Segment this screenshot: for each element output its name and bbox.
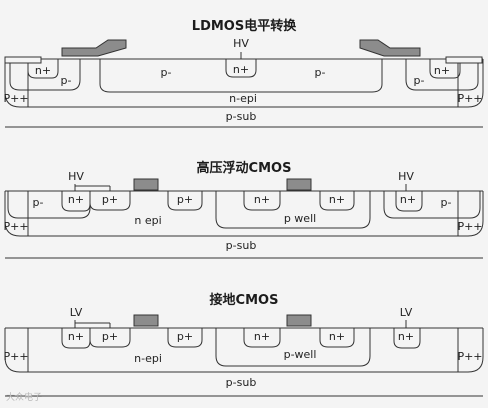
center-pminus-drift	[99, 59, 383, 93]
left-nplus	[61, 328, 91, 349]
n-plus-label: n+	[399, 193, 417, 206]
p-plus-label: p+	[101, 193, 119, 206]
p-sub-label: p-sub	[225, 376, 257, 389]
n-plus-label: n+	[433, 64, 451, 77]
n-plus-label: n+	[67, 330, 85, 343]
p-well-label: p well	[283, 212, 317, 225]
p-minus-label: p-	[314, 66, 326, 79]
pmos-gate	[133, 314, 159, 327]
right-pplus-isolation	[457, 59, 484, 108]
p-plus-plus-label: P++	[3, 350, 29, 363]
p-plus-plus-label: P++	[457, 350, 483, 363]
left-source-contact	[4, 56, 42, 64]
p-plus-plus-label: P++	[457, 92, 483, 105]
pwell	[215, 328, 371, 367]
right-nplus	[393, 328, 421, 349]
p-sub-label: p-sub	[225, 110, 257, 123]
n-plus-label: n+	[232, 63, 250, 76]
lv-label: LV	[399, 306, 413, 319]
p-plus-plus-label: P++	[457, 220, 483, 233]
pplus-2	[167, 328, 203, 348]
well-nplus-1	[243, 328, 281, 348]
panel-title: LDMOS电平转换	[191, 19, 297, 34]
right-source-contact	[445, 56, 483, 64]
n-plus-label: n+	[253, 330, 271, 343]
left-nplus	[61, 191, 91, 212]
well-nplus-2	[319, 191, 355, 211]
left-nplus-source	[27, 59, 59, 79]
p-plus-label: p+	[101, 330, 119, 343]
right-field-plate	[359, 39, 421, 57]
panel-ldmos-drawing	[4, 39, 484, 128]
p-plus-plus-label: P++	[3, 92, 29, 105]
n-epi-label: n-epi	[134, 352, 162, 365]
panel-title: 接地CMOS	[209, 293, 279, 308]
panel-title: 高压浮动CMOS	[196, 161, 292, 176]
right-pminus-body	[383, 191, 481, 219]
n-epi-label: n-epi	[229, 92, 257, 105]
pplus-1	[89, 328, 131, 348]
left-pplus-isolation	[4, 191, 29, 237]
p-minus-label: p-	[440, 196, 452, 209]
n-plus-label: n+	[328, 193, 346, 206]
n-plus-label: n+	[328, 330, 346, 343]
left-pplus-isolation	[4, 328, 29, 373]
p-well-label: p-well	[283, 348, 317, 361]
pplus-2	[167, 191, 203, 211]
right-pminus-body	[405, 59, 479, 91]
nmos-gate	[286, 178, 312, 191]
n-epi-label: n epi	[134, 214, 162, 227]
nmos-gate	[286, 314, 312, 327]
well-nplus-2	[319, 328, 355, 348]
pmos-gate	[133, 178, 159, 191]
left-pminus-body	[7, 191, 91, 219]
p-plus-plus-label: P++	[3, 220, 29, 233]
right-nplus	[395, 191, 423, 212]
p-minus-label: p-	[160, 66, 172, 79]
p-plus-label: p+	[176, 330, 194, 343]
n-plus-label: n+	[34, 64, 52, 77]
panel-hv-cmos-drawing	[4, 178, 484, 259]
left-field-plate	[61, 39, 127, 57]
hv-label: HV	[233, 37, 249, 50]
n-plus-label: n+	[67, 193, 85, 206]
well-nplus-1	[243, 191, 281, 211]
pplus-1	[89, 191, 131, 211]
center-nplus-drain	[225, 59, 257, 78]
p-minus-label: p-	[32, 196, 44, 209]
hv-label: HV	[398, 170, 414, 183]
panel-grounded-cmos-drawing	[4, 314, 484, 397]
left-pplus-isolation	[4, 59, 29, 108]
watermark: 大众电子	[6, 393, 43, 403]
lv-label: LV	[69, 306, 83, 319]
right-pplus-isolation	[457, 328, 484, 373]
p-plus-label: p+	[176, 193, 194, 206]
p-minus-label: p-	[60, 74, 72, 87]
right-pplus-isolation	[457, 191, 484, 237]
right-nplus-source	[429, 59, 461, 79]
pwell	[215, 191, 371, 229]
p-minus-label: p-	[413, 74, 425, 87]
p-sub-label: p-sub	[225, 239, 257, 252]
n-plus-label: n+	[253, 193, 271, 206]
hv-label: HV	[68, 170, 84, 183]
n-plus-label: n+	[397, 330, 415, 343]
left-pminus-body	[9, 59, 81, 91]
